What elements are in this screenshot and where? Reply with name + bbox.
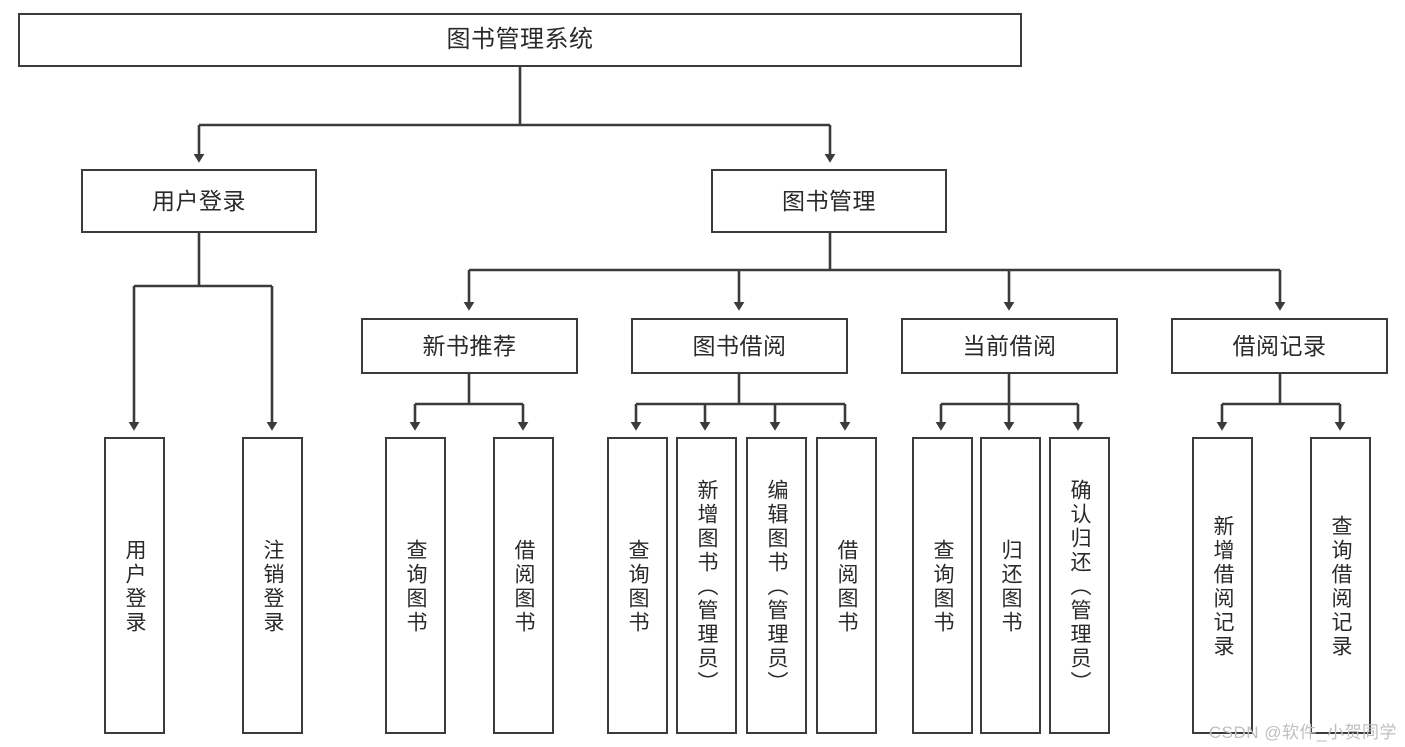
- node-label: 注销登录: [261, 538, 284, 635]
- node-label: 借阅图书: [835, 538, 858, 635]
- node-new-book-recommend[interactable]: 新书推荐: [361, 318, 578, 374]
- leaf-borrow-edit-book-admin[interactable]: 编辑图书（管理员）: [746, 437, 807, 734]
- leaf-user-login-login[interactable]: 用户登录: [104, 437, 165, 734]
- node-label: 新书推荐: [422, 332, 517, 359]
- leaf-record-add-record[interactable]: 新增借阅记录: [1192, 437, 1253, 734]
- node-label: 借阅记录: [1232, 332, 1327, 359]
- node-label: 编辑图书（管理员）: [765, 478, 788, 695]
- leaf-user-login-logout[interactable]: 注销登录: [242, 437, 303, 734]
- node-label: 用户登录: [123, 538, 146, 635]
- leaf-borrow-add-book-admin[interactable]: 新增图书（管理员）: [676, 437, 737, 734]
- node-borrow-record[interactable]: 借阅记录: [1171, 318, 1388, 374]
- node-book-borrow[interactable]: 图书借阅: [631, 318, 848, 374]
- node-label: 查询图书: [931, 538, 954, 635]
- csdn-watermark: CSDN @软件_小贺同学: [1208, 723, 1397, 742]
- node-label: 归还图书: [999, 538, 1022, 635]
- leaf-current-query-book[interactable]: 查询图书: [912, 437, 973, 734]
- node-label: 当前借阅: [962, 332, 1057, 359]
- leaf-record-query-record[interactable]: 查询借阅记录: [1310, 437, 1371, 734]
- node-user-login[interactable]: 用户登录: [81, 169, 317, 233]
- leaf-current-return-book[interactable]: 归还图书: [980, 437, 1041, 734]
- leaf-current-confirm-return-admin[interactable]: 确认归还（管理员）: [1049, 437, 1110, 734]
- leaf-recommend-borrow-book[interactable]: 借阅图书: [493, 437, 554, 734]
- node-label: 图书管理系统: [446, 26, 594, 54]
- leaf-recommend-query-book[interactable]: 查询图书: [385, 437, 446, 734]
- node-label: 新增图书（管理员）: [695, 478, 718, 695]
- node-label: 用户登录: [152, 187, 246, 214]
- node-label: 查询借阅记录: [1329, 514, 1352, 659]
- node-label: 查询图书: [626, 538, 649, 635]
- node-book-management[interactable]: 图书管理: [711, 169, 947, 233]
- node-root-system[interactable]: 图书管理系统: [18, 13, 1022, 67]
- node-current-borrow[interactable]: 当前借阅: [901, 318, 1118, 374]
- node-label: 确认归还（管理员）: [1068, 478, 1091, 695]
- node-label: 图书管理: [782, 187, 876, 214]
- node-label: 新增借阅记录: [1211, 514, 1234, 659]
- leaf-borrow-borrow-book[interactable]: 借阅图书: [816, 437, 877, 734]
- node-label: 图书借阅: [692, 332, 787, 359]
- leaf-borrow-query-book[interactable]: 查询图书: [607, 437, 668, 734]
- node-label: 查询图书: [404, 538, 427, 635]
- node-label: 借阅图书: [512, 538, 535, 635]
